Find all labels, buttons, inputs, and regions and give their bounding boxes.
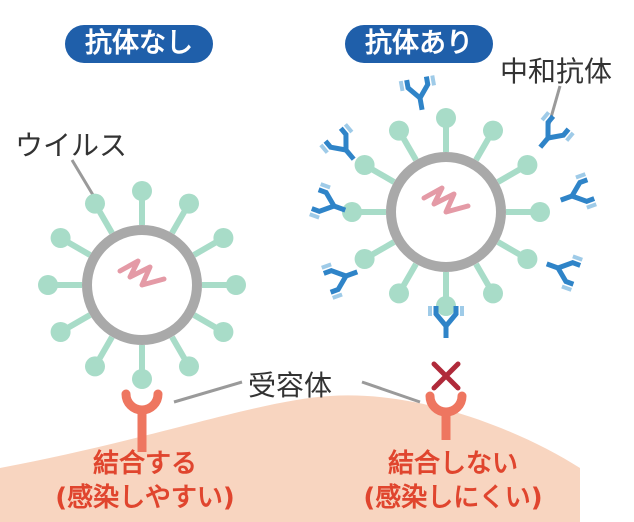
result-binds-text: 結合する [92, 449, 197, 479]
antibody-icon [545, 254, 583, 292]
viral-rna [421, 185, 471, 215]
spike-protein [436, 272, 456, 316]
without-antibody-badge: 抗体なし [65, 25, 213, 63]
spike-protein [473, 120, 503, 162]
virus-with-antibody [342, 108, 550, 316]
spike-protein [192, 228, 234, 258]
spike-protein [169, 193, 199, 235]
result-binds-note: (感染しやすい) [55, 483, 235, 513]
neutralizing-antibody-label: 中和抗体 [500, 55, 613, 88]
receptor-leader-line-right [361, 380, 421, 404]
spike-protein [85, 335, 115, 377]
spike-protein [132, 181, 152, 225]
spike-protein [192, 312, 234, 342]
antibody-icon [398, 75, 436, 111]
spike-protein [342, 202, 386, 222]
antibody-icon [559, 172, 597, 210]
spike-protein [436, 108, 456, 152]
cell-surface [0, 395, 580, 522]
spike-protein [354, 239, 396, 269]
receptor-label: 受容体 [248, 369, 333, 402]
result-no-bind: 結合しない (感染しにくい) [338, 447, 568, 515]
neutralizing-antibodies [309, 75, 597, 338]
virus-label: ウイルス [15, 129, 128, 162]
cross-mark-icon [431, 361, 461, 391]
virus-leader-line [70, 159, 98, 201]
spike-protein [354, 155, 396, 185]
spike-protein [38, 275, 82, 295]
receptor-right [425, 391, 467, 440]
spike-protein [202, 275, 246, 295]
antibody-icon [309, 182, 347, 220]
antibody-icon [319, 123, 356, 161]
receptor-left [121, 389, 163, 452]
result-no-bind-text: 結合しない [387, 449, 518, 479]
result-binds: 結合する (感染しやすい) [30, 447, 260, 515]
spike-protein [506, 202, 550, 222]
spike-protein [169, 335, 199, 377]
spike-protein [496, 239, 538, 269]
virus-without-antibody [38, 181, 246, 389]
spike-protein [50, 312, 92, 342]
spike-protein [496, 155, 538, 185]
spike-protein [132, 345, 152, 389]
spike-protein [473, 262, 503, 304]
result-no-bind-note: (感染しにくい) [363, 483, 543, 513]
spike-protein [85, 193, 115, 235]
spike-protein [389, 120, 419, 162]
viral-rna [117, 258, 167, 288]
spike-protein [50, 228, 92, 258]
antibody-icon [321, 262, 359, 300]
antibody-icon [428, 306, 464, 338]
spike-protein [389, 262, 419, 304]
antibody-icon [538, 111, 575, 149]
with-antibody-badge: 抗体あり [345, 25, 493, 63]
receptor-leader-line-left [173, 380, 243, 404]
